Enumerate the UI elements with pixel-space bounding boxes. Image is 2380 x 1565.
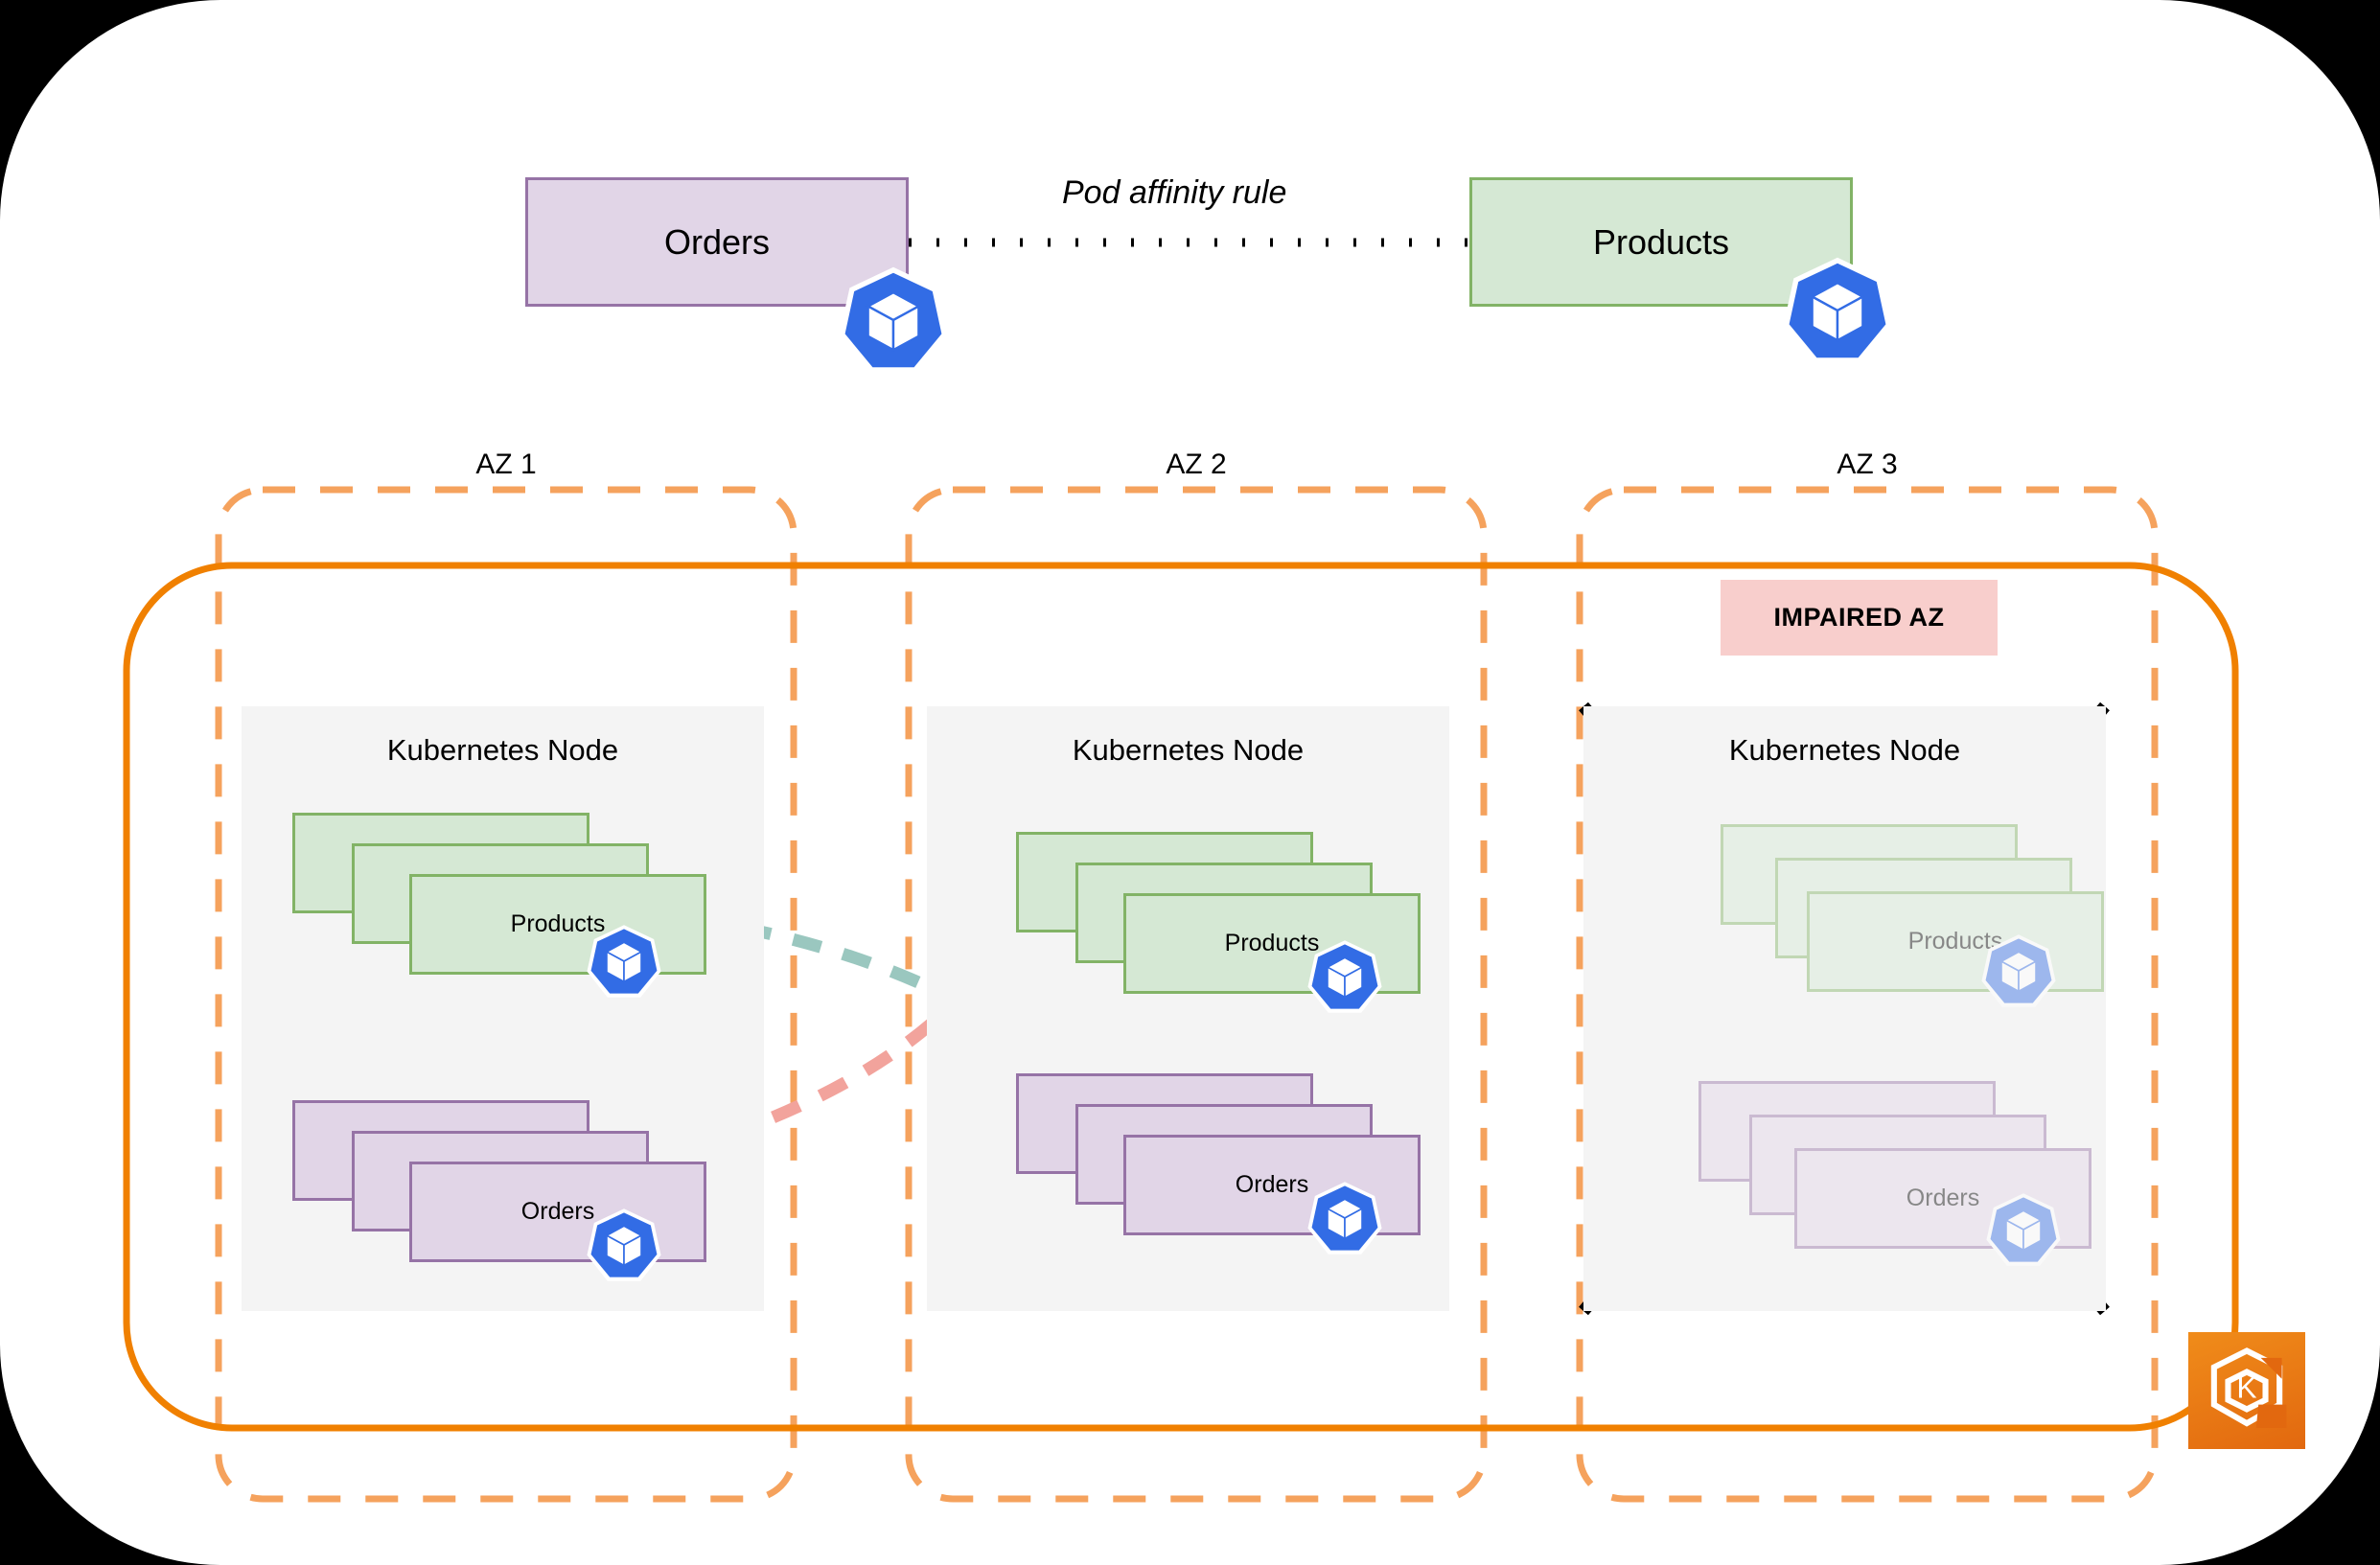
az3-products-label: Products: [1907, 928, 2003, 955]
az2-orders-pod: Orders: [1123, 1135, 1421, 1235]
az-boundaries: [215, 486, 2159, 1503]
legend-orders-label: Orders: [663, 221, 771, 262]
svg-text:K: K: [2236, 1369, 2256, 1404]
az3-orders-pod: Orders: [1794, 1148, 2091, 1249]
kubernetes-pod-icon: [1979, 932, 2058, 1015]
kubernetes-pod-icon: [1984, 1190, 2063, 1274]
cluster-boundary: [123, 562, 2239, 1432]
az1-orders-label: Orders: [520, 1198, 595, 1225]
az3-orders-pod: [1698, 1081, 1996, 1182]
az3-products-pod: Products: [1807, 891, 2104, 992]
az3-node-panel: [1583, 706, 2106, 1311]
az3-node-title: Kubernetes Node: [1728, 733, 1961, 767]
karpenter-logo-icon: K: [2188, 1332, 2305, 1449]
kubernetes-pod-icon: [585, 922, 663, 1005]
az-caption-2: AZ 2: [1166, 449, 1227, 480]
az3-products-pod: [1721, 824, 2018, 925]
legend-products-label: Products: [1592, 221, 1730, 262]
az1-boundary: [215, 486, 797, 1503]
kubernetes-pod-icon: [1780, 253, 1895, 373]
impaired-az-label: IMPAIRED AZ: [1773, 603, 1945, 632]
az3-orders-label: Orders: [1906, 1185, 1980, 1211]
az-caption-3: AZ 3: [1837, 449, 1898, 480]
az2-boundary: [905, 486, 1488, 1503]
kubernetes-pod-icon: [1306, 937, 1384, 1021]
pod-affinity-rule-label: Pod affinity rule: [1062, 174, 1287, 211]
az3-orders-pod: [1749, 1115, 2046, 1215]
az-caption-1: AZ 1: [475, 449, 537, 480]
kubernetes-pod-icon: [585, 1206, 663, 1289]
az2-node-title: Kubernetes Node: [1072, 733, 1305, 767]
az1-products-label: Products: [510, 910, 606, 937]
az1-node-title: Kubernetes Node: [386, 733, 619, 767]
az2-products-label: Products: [1224, 930, 1320, 956]
impaired-az-badge: IMPAIRED AZ: [1721, 580, 1998, 656]
legend-products-box: Products: [1469, 177, 1853, 307]
legend-orders-box: Orders: [525, 177, 909, 307]
az2-orders-label: Orders: [1235, 1171, 1309, 1198]
az3-boundary: [1576, 486, 2159, 1503]
az3-products-pod: [1775, 858, 2072, 958]
kubernetes-pod-icon: [1306, 1179, 1384, 1262]
kubernetes-pod-icon: [836, 263, 951, 382]
